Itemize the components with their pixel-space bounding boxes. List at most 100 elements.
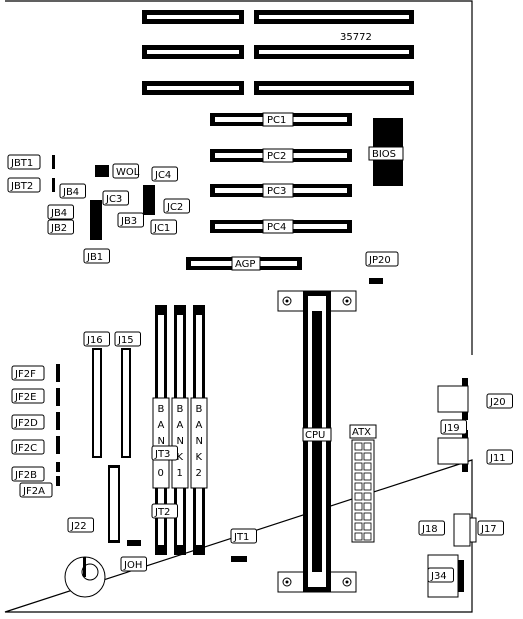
- cpu-label: CPU: [305, 430, 325, 441]
- cpu-slot: CPU: [277, 290, 357, 593]
- jb4-label: JB4: [50, 208, 67, 219]
- dimm-banks: BANK0BANK1BANK2: [152, 305, 208, 555]
- bank1-letter: K: [177, 452, 184, 463]
- j12-label-box: [151, 503, 178, 519]
- jb1-label-box: [83, 248, 110, 264]
- board-id: 35772: [340, 32, 372, 43]
- jc3-label-box: [102, 190, 129, 206]
- ide-headers: [92, 348, 131, 458]
- j18-label: J18: [421, 524, 438, 535]
- bank1-letter: N: [177, 436, 184, 447]
- j16-label: J16: [86, 335, 103, 346]
- j11-label-box: [486, 449, 513, 465]
- bank1-letter: B: [177, 404, 184, 415]
- pc3-label: PC3: [267, 186, 286, 197]
- jf2f-label: JF2F: [14, 369, 36, 380]
- pc1-label: PC1: [267, 115, 286, 126]
- pci-slot-2: PC2: [210, 148, 352, 163]
- jf2e-label-box: [11, 388, 45, 404]
- j15-label: J15: [117, 335, 134, 346]
- bank0-letter: N: [158, 436, 165, 447]
- pci-slot-3: PC3: [210, 183, 352, 198]
- atx-label: ATX: [352, 427, 371, 438]
- j3-label: JT3: [154, 449, 170, 460]
- j11-label: J11: [489, 453, 506, 464]
- bank-0: [152, 305, 170, 555]
- jbt2-label: JBT2: [10, 181, 33, 192]
- jf2c-label: JF2C: [14, 443, 37, 454]
- bank1-letter: 1: [177, 468, 183, 479]
- j20-label-box: [486, 393, 513, 409]
- rear-io: [427, 378, 477, 598]
- pci-slot-4: PC4: [210, 219, 352, 234]
- jf2b-label: JF2B: [14, 470, 37, 481]
- jb4-label-box: [47, 204, 74, 220]
- j3-label-box: [151, 445, 178, 461]
- isa-slots: [142, 10, 414, 95]
- bios-label: BIOS: [372, 149, 396, 160]
- pc2-label: PC2: [267, 151, 286, 162]
- j15-label-box: [114, 331, 141, 347]
- jb2-label-box: [47, 219, 74, 235]
- jb4_top-label: JB4: [62, 187, 79, 198]
- jc4-label-box: [151, 166, 178, 182]
- j19-label: J19: [443, 423, 460, 434]
- agp-slot: AGP: [186, 256, 302, 271]
- j17-label-box: [477, 520, 504, 536]
- jf2d-label: JF2D: [14, 418, 38, 429]
- jp20-label: JP20: [368, 255, 391, 266]
- jb1-label: JB1: [86, 252, 103, 263]
- j22-label-box: [67, 517, 94, 533]
- jf2e-label: JF2E: [14, 392, 36, 403]
- bank2-letter: 2: [196, 468, 202, 479]
- joh-label-box: [120, 556, 147, 572]
- battery: [64, 556, 106, 598]
- jbt2-label-box: [7, 177, 41, 193]
- jb3-label: JB3: [120, 216, 137, 227]
- j16-label-box: [83, 331, 110, 347]
- jf2d-label-box: [11, 414, 45, 430]
- agp-label: AGP: [235, 259, 255, 270]
- j34-label-box: [427, 567, 454, 583]
- wol-label: WOL: [116, 167, 140, 178]
- bank0-letter: 0: [158, 468, 164, 479]
- bank0-letter: B: [158, 404, 165, 415]
- jbt1-label: JBT1: [10, 158, 33, 169]
- j19-label-box: [440, 419, 467, 435]
- jc1-label: JC1: [153, 223, 170, 234]
- bank2-letter: K: [196, 452, 203, 463]
- jc2-label: JC2: [166, 202, 183, 213]
- j18-label-box: [418, 520, 445, 536]
- bank1-letter: A: [177, 420, 184, 431]
- j20-label: J20: [489, 397, 506, 408]
- j17-label: J17: [480, 524, 497, 535]
- atx-power-connector: ATX: [349, 424, 377, 543]
- jt1-label: JT1: [233, 532, 249, 543]
- jf2b-label-box: [11, 466, 45, 482]
- bios-chip: BIOS: [368, 118, 404, 186]
- j12-label: JT2: [154, 507, 170, 518]
- bank2-letter: A: [196, 420, 203, 431]
- wol-label-box: [112, 163, 139, 179]
- pci-slot-1: PC1: [210, 112, 352, 127]
- bank2-letter: N: [196, 436, 203, 447]
- jf2a-label: JF2A: [22, 486, 45, 497]
- jc4-label: JC4: [154, 170, 171, 181]
- jb2-label: JB2: [50, 223, 67, 234]
- jf2f-label-box: [11, 365, 45, 381]
- floppy-header: [108, 465, 120, 543]
- jbt1-label-box: [7, 154, 41, 170]
- joh-label: JOH: [123, 560, 142, 571]
- jb3-label-box: [117, 212, 144, 228]
- j34-label: J34: [430, 571, 447, 582]
- jb4_top-label-box: [59, 183, 86, 199]
- j22-label: J22: [70, 521, 87, 532]
- pc4-label: PC4: [267, 222, 286, 233]
- bank-2: [190, 305, 208, 555]
- bank-1: [171, 305, 189, 555]
- jc1-label-box: [150, 219, 177, 235]
- jc3-label: JC3: [105, 194, 122, 205]
- jc2-label-box: [163, 198, 190, 214]
- jp20-label-box: [365, 251, 399, 267]
